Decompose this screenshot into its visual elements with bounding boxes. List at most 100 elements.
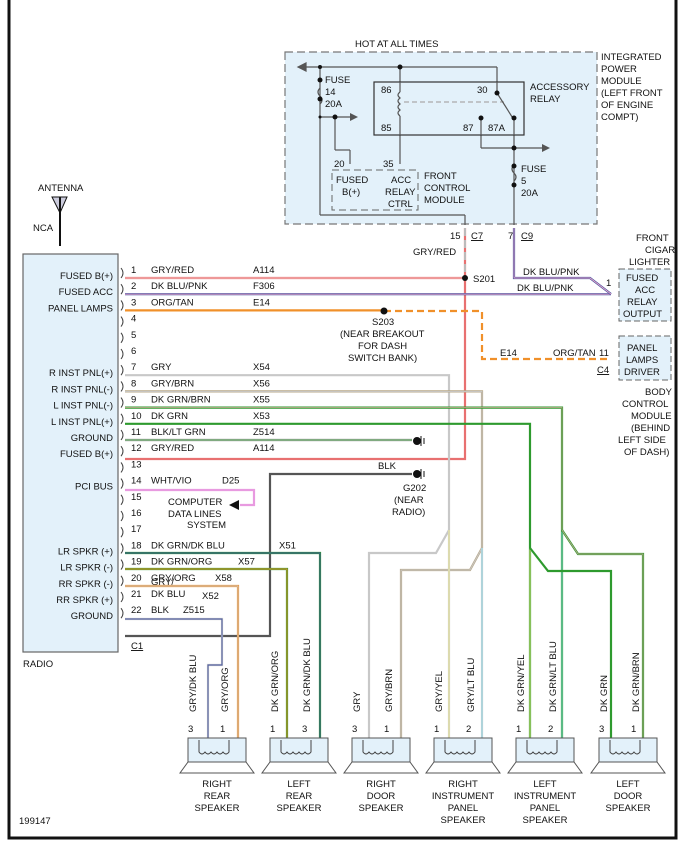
pin-number: 3 xyxy=(131,297,136,308)
blk-label: BLK xyxy=(378,461,397,472)
svg-text:(LEFT FRONT: (LEFT FRONT xyxy=(601,88,663,99)
svg-text:20A: 20A xyxy=(521,188,539,199)
pin-number: 12 xyxy=(131,443,142,454)
circuit-id: D25 xyxy=(222,476,239,487)
wire-color: GRY/ xyxy=(151,577,174,588)
nca-label: NCA xyxy=(33,223,54,234)
pin-number: 14 xyxy=(131,476,142,487)
wire-spk-dk-grn-brn xyxy=(561,529,645,740)
speaker-pin: 1 xyxy=(270,724,275,735)
svg-text:COMPT): COMPT) xyxy=(601,112,638,123)
cigar-pin-label: 1 xyxy=(606,278,611,289)
svg-text:OF DASH): OF DASH) xyxy=(624,447,669,458)
pin-number: 8 xyxy=(131,378,136,389)
svg-text:CONTROL: CONTROL xyxy=(424,183,470,194)
circuit-id: Z514 xyxy=(253,427,275,438)
svg-text:FUSED: FUSED xyxy=(626,273,658,284)
pin-number: 1 xyxy=(131,265,136,276)
speaker-name: LEFT xyxy=(287,779,310,790)
diagram-id: 199147 xyxy=(19,816,51,827)
svg-text:7: 7 xyxy=(508,231,513,242)
speaker-name: RIGHT xyxy=(366,779,396,790)
pin-number: 21 xyxy=(131,589,142,600)
cigar-lighter-title: FRONT CIGAR LIGHTER xyxy=(629,233,675,268)
svg-text:OF ENGINE: OF ENGINE xyxy=(601,100,653,111)
svg-text:DRIVER: DRIVER xyxy=(624,367,660,378)
speaker-name: SPEAKER xyxy=(606,803,651,814)
speaker-wire-color: GRY/YEL xyxy=(434,671,445,712)
wire-x56-gry-brn xyxy=(125,390,484,548)
svg-text:15: 15 xyxy=(450,231,461,242)
radio-pin-5: 5 xyxy=(120,330,136,344)
pin-number: 2 xyxy=(131,281,136,292)
radio-pin-15: 15 xyxy=(120,492,142,506)
speaker-name: SPEAKER xyxy=(523,815,568,826)
wire-color: DK BLU/PNK xyxy=(151,281,208,292)
svg-text:B(+): B(+) xyxy=(342,187,360,198)
svg-text:30: 30 xyxy=(477,85,488,96)
pin-function: R INST PNL(+) xyxy=(49,368,113,379)
svg-text:(NEAR: (NEAR xyxy=(394,495,424,506)
wire-z515-blk xyxy=(125,472,412,638)
wire-spk-gry-brn xyxy=(399,547,483,740)
svg-text:DATA LINES: DATA LINES xyxy=(168,509,222,520)
svg-text:RELAY: RELAY xyxy=(530,94,561,105)
speaker-name: INSTRUMENT xyxy=(432,791,494,802)
pin-number: 16 xyxy=(131,508,142,519)
hot-at-all-times-label: HOT AT ALL TIMES xyxy=(355,39,438,50)
speaker-wire-color: GRY/DK BLU xyxy=(188,654,199,712)
speaker-name: LEFT xyxy=(616,779,639,790)
wire-color: DK GRN/DK BLU xyxy=(151,540,225,551)
g202-label: G202 (NEAR RADIO) xyxy=(392,483,426,518)
circuit-id: F306 xyxy=(253,281,275,292)
svg-text:35: 35 xyxy=(383,159,394,170)
speaker-pin: 1 xyxy=(220,724,225,735)
circuit-id: X54 xyxy=(253,362,270,373)
pin-function: FUSED ACC xyxy=(59,287,114,298)
svg-text:MODULE: MODULE xyxy=(631,411,672,422)
radio-pin-4: 4 xyxy=(120,314,136,327)
svg-text:RELAY: RELAY xyxy=(385,187,416,198)
pin-number: 18 xyxy=(131,540,142,551)
speaker-name: REAR xyxy=(204,791,231,802)
speaker-name: LEFT xyxy=(533,779,556,790)
speaker-wire-color: GRY/ORG xyxy=(220,667,231,712)
svg-text:LEFT SIDE: LEFT SIDE xyxy=(618,435,666,446)
radio-pin-13: 13 xyxy=(120,459,142,473)
dk-blu-pnk-label-b: DK BLU/PNK xyxy=(517,283,574,294)
circuit-id: X57 xyxy=(238,557,255,568)
splice-s201 xyxy=(462,275,468,281)
circuit-id: Z515 xyxy=(183,605,205,616)
pin-number: 17 xyxy=(131,524,142,535)
pin-function: GROUND xyxy=(71,611,113,622)
bcm-pin-label: 11 xyxy=(599,348,609,359)
wire-dk-blu-pnk-ipm xyxy=(512,228,612,295)
wire-gry-red-ipm xyxy=(125,228,467,461)
wire-x54-gry xyxy=(125,374,451,530)
svg-text:MODULE: MODULE xyxy=(601,76,642,87)
svg-text:RELAY: RELAY xyxy=(627,297,658,308)
speaker-name: RIGHT xyxy=(202,779,232,790)
pin-function: FUSED B(+) xyxy=(60,449,113,460)
svg-text:BODY: BODY xyxy=(645,387,673,398)
svg-text:FRONT: FRONT xyxy=(424,171,457,182)
circuit-id: X52 xyxy=(202,591,219,602)
pin-number: 7 xyxy=(131,362,136,373)
front-control-module-box xyxy=(331,169,419,211)
accessory-relay-box xyxy=(373,81,525,136)
ipm-title: INTEGRATED POWER MODULE (LEFT FRONT OF E… xyxy=(601,52,663,123)
fused-acc-relay-output-box xyxy=(618,268,672,322)
svg-text:C9: C9 xyxy=(521,231,533,242)
svg-text:FUSE: FUSE xyxy=(325,75,350,86)
svg-text:87: 87 xyxy=(463,123,474,134)
radio-box xyxy=(22,253,119,653)
